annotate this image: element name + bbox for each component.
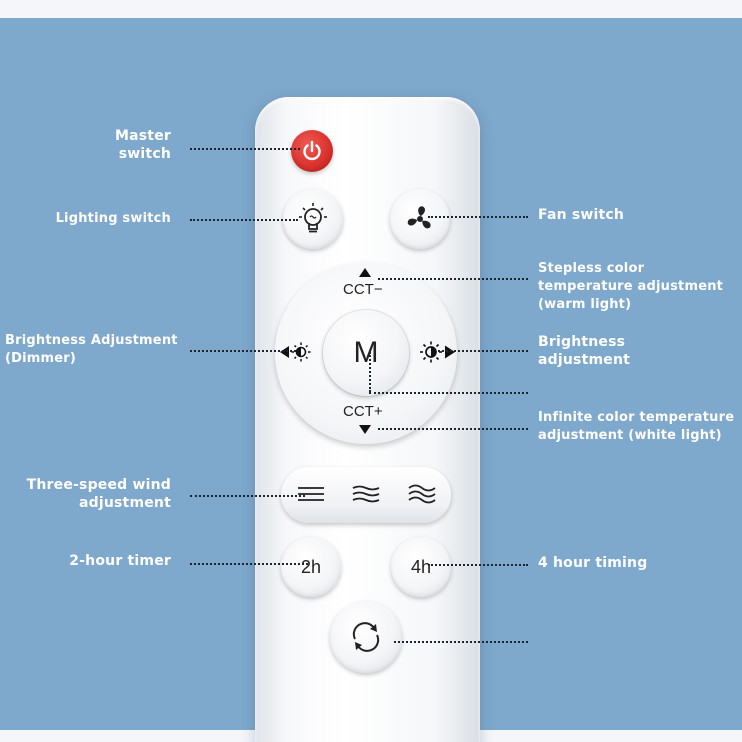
cycle-icon (352, 622, 380, 652)
wind-low-icon[interactable] (295, 482, 327, 506)
label-wind-speed: Three-speed wind adjustment (26, 477, 171, 511)
leader-line-cycle (394, 641, 528, 643)
leader-line-cct-white (378, 428, 528, 430)
leader-line-mode-vertical (369, 352, 371, 392)
cct-plus-label[interactable]: CCT+ (343, 403, 383, 420)
label-2h-timer: 2-hour timer (69, 553, 171, 569)
brightness-up-icon[interactable] (419, 341, 455, 363)
timer-2h-label: 2h (300, 556, 322, 577)
leader-line-brightness-up (438, 350, 528, 352)
timer-4h-label: 4h (410, 556, 432, 577)
label-master-switch: Master switch (114, 128, 171, 162)
label-fan-switch: Fan switch (538, 207, 625, 223)
leader-line-dimmer (190, 350, 296, 352)
mode-label: M (353, 336, 379, 369)
leader-line-4h (428, 564, 528, 566)
fan-switch-button[interactable] (390, 189, 450, 249)
leader-line-2h (190, 563, 308, 565)
cct-up-arrow-icon[interactable] (359, 268, 371, 277)
wind-high-icon[interactable] (406, 482, 438, 506)
leader-line-lighting (190, 219, 298, 221)
leader-line-wind (190, 495, 305, 497)
label-cct-white: Infinite color temperature adjustment (w… (538, 410, 735, 443)
label-brightness-up: Brightness adjustment (538, 334, 631, 368)
power-icon (303, 140, 321, 161)
mode-center-button[interactable]: M (323, 310, 409, 396)
cycle-button[interactable] (330, 601, 402, 673)
timer-2h-button[interactable]: 2h (281, 537, 341, 597)
cct-minus-label[interactable]: CCT− (343, 281, 383, 298)
wind-mid-icon[interactable] (350, 482, 382, 506)
label-4h-timing: 4 hour timing (538, 555, 648, 571)
fan-icon (407, 206, 431, 229)
timer-4h-button[interactable]: 4h (391, 537, 451, 597)
brightness-down-icon[interactable] (280, 342, 314, 362)
lighting-switch-button[interactable] (283, 189, 343, 249)
leader-line-master (190, 148, 300, 150)
label-brightness-dimmer: Brightness Adjustment (Dimmer) (5, 333, 178, 366)
master-switch-button[interactable] (291, 130, 333, 172)
leader-line-fan (428, 216, 528, 218)
label-lighting-switch: Lighting switch (55, 211, 171, 226)
label-cct-warm: Stepless color temperature adjustment (w… (538, 261, 724, 312)
light-bulb-icon (299, 203, 327, 233)
cct-down-arrow-icon[interactable] (359, 425, 371, 434)
leader-line-mode (369, 392, 528, 394)
leader-line-cct-warm (378, 278, 528, 280)
